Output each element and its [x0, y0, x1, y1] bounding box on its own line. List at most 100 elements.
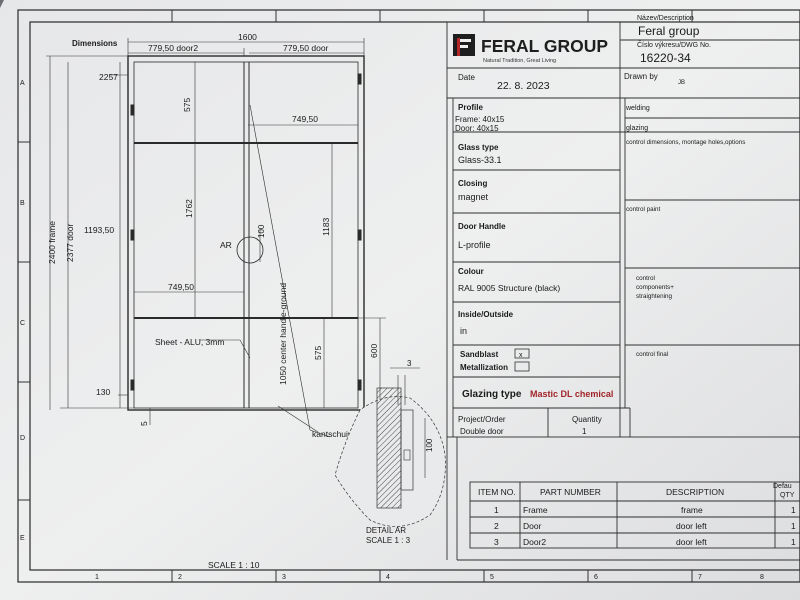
grid-row-label: D: [20, 435, 25, 442]
colour-label: Colour: [458, 267, 484, 276]
colour-value: RAL 9005 Structure (black): [458, 283, 560, 293]
qty-label: Quantity: [572, 415, 602, 424]
dim-2400-frame: 2400 frame: [47, 221, 57, 264]
grid-row-label: C: [20, 320, 25, 327]
handle-value: L-profile: [458, 240, 491, 250]
bom-row-1-desc: frame: [681, 505, 703, 515]
control-comp-3: straightening: [636, 293, 673, 300]
bom-row-2-item: 2: [494, 521, 499, 531]
bom-header-qty: Defau: [773, 483, 792, 490]
dim-door2-width: 779,50 door2: [148, 43, 198, 53]
dimension-labels: Dimensions 1600 779,50 door2 779,50 door…: [47, 32, 379, 570]
grid-col-label: 7: [698, 574, 702, 581]
grid-col-label: 6: [594, 574, 598, 581]
dim-749-right: 749,50: [292, 114, 318, 124]
glazing-value: Mastic DL chemical: [530, 389, 613, 399]
name-label: Název/Description: [637, 15, 694, 22]
grid-row-label: B: [20, 200, 25, 207]
date-label: Date: [458, 73, 475, 82]
drawn-by-value: JB: [678, 80, 685, 86]
glazing-label: Glazing type: [462, 389, 522, 400]
grid-row-label: A: [20, 80, 25, 87]
dim-1183: 1183: [321, 217, 331, 236]
grid-col-label: 8: [760, 574, 764, 581]
project-label: Project/Order: [458, 415, 506, 424]
project-value: Double door: [460, 427, 504, 436]
date-value: 22. 8. 2023: [497, 80, 550, 92]
door-drawing: [127, 55, 365, 438]
handle-height-label: 1050 center handle-ground: [278, 283, 288, 385]
closing-label: Closing: [458, 179, 487, 188]
brand-tagline: Natural Tradition, Great Living: [483, 58, 556, 64]
glass-label: Glass type: [458, 143, 499, 152]
scale-label: SCALE 1 : 10: [208, 560, 260, 570]
qty-value: 1: [582, 427, 587, 436]
profile-frame: Frame: 40x15: [455, 115, 505, 124]
dim-130: 130: [96, 387, 110, 397]
detail-dim-3: 3: [407, 359, 412, 368]
detail-ar-view: 3 100 DETAIL AR SCALE 1 : 3: [334, 359, 446, 545]
door-frame: [127, 55, 365, 411]
sheet-label: Sheet - ALU, 3mm: [155, 337, 224, 347]
control-comp-1: control: [636, 275, 655, 282]
bom-row-1-part: Frame: [523, 505, 548, 515]
detail-dim-100: 100: [425, 438, 434, 452]
dim-575-top: 575: [182, 98, 192, 112]
brand-name: FERAL GROUP: [481, 36, 608, 56]
bom-row-2-desc: door left: [676, 521, 707, 531]
detail-marker-circle: [236, 236, 264, 264]
control-comp-2: components+: [636, 284, 674, 291]
profile-label: Profile: [458, 103, 483, 112]
bom-row-1-item: 1: [494, 505, 499, 515]
bom-header-part: PART NUMBER: [540, 487, 601, 497]
title-block-text: Název/Description Feral group Číslo výkr…: [455, 15, 745, 436]
grid-reference: 1 2 3 4 5 6 7 8 A B C D E: [18, 10, 764, 582]
bom-header-desc: DESCRIPTION: [666, 487, 724, 497]
dim-2257: 2257: [99, 72, 118, 82]
inout-value: in: [460, 326, 467, 336]
dim-575-bottom: 575: [313, 346, 323, 360]
closing-value: magnet: [458, 192, 489, 202]
dim-749-left: 749,50: [168, 282, 194, 292]
bom-header-qty-2: QTY: [780, 492, 795, 499]
grid-col-label: 5: [490, 574, 494, 581]
bom-row-2-part: Door: [523, 521, 542, 531]
inout-label: Inside/Outside: [458, 310, 514, 319]
control-dims-label: control dimensions, montage holes,option…: [626, 139, 745, 146]
detail-scale: SCALE 1 : 3: [366, 536, 411, 545]
glazing-check-label: glazing: [626, 125, 648, 132]
bom-table: ITEM NO. PART NUMBER DESCRIPTION Defau Q…: [469, 481, 800, 549]
bom-row-2-qty: 1: [791, 521, 796, 531]
dim-100: 100: [257, 224, 266, 238]
bom-row-3-part: Door2: [523, 537, 546, 547]
name-value: Feral group: [638, 24, 700, 38]
grid-row-label: E: [20, 535, 25, 542]
bom-row-3-item: 3: [494, 537, 499, 547]
outer-border: [17, 9, 800, 583]
bom-row-3-desc: door left: [676, 537, 707, 547]
handle-label: Door Handle: [458, 222, 506, 231]
control-final-label: control final: [636, 351, 668, 358]
dim-door-width: 779,50 door: [283, 43, 329, 53]
dim-5: 5: [139, 421, 149, 426]
bom-row-3-qty: 1: [791, 537, 796, 547]
metal-label: Metallization: [460, 363, 508, 372]
dwg-value: 16220-34: [640, 51, 691, 65]
sandblast-mark: x: [519, 352, 523, 359]
bom-header-item: ITEM NO.: [478, 487, 516, 497]
grid-col-label: 2: [178, 574, 182, 581]
drawn-by-label: Drawn by: [624, 72, 658, 81]
glass-value: Glass-33.1: [458, 155, 502, 165]
kantschuiven-label: kantschuiven: [312, 429, 362, 439]
sandblast-label: Sandblast: [460, 350, 499, 359]
grid-col-label: 3: [282, 574, 286, 581]
detail-marker-label: AR: [220, 240, 232, 250]
feral-group-logo: FERAL GROUP Natural Tradition, Great Liv…: [453, 34, 608, 64]
title-block-grid: [446, 21, 800, 561]
dim-1193: 1193,50: [84, 225, 114, 235]
dwg-label: Číslo výkresu/DWG No.: [637, 40, 711, 49]
dim-600: 600: [369, 344, 379, 358]
dim-total-width: 1600: [238, 32, 257, 42]
